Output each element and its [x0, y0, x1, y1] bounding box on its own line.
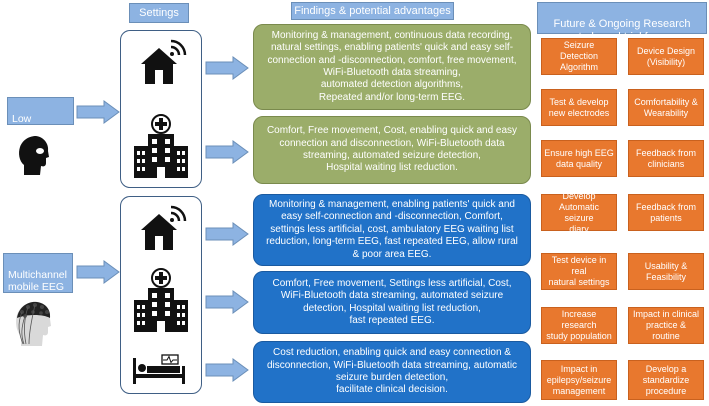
arrow-to-low-number-settings [76, 100, 120, 124]
future-left-text-7: Impact in epilepsy/seizure management [546, 363, 612, 396]
hospital-icon-2 [134, 268, 188, 332]
findings-header: Findings & potential advantages [291, 2, 454, 20]
head-eeg-cap-icon [16, 301, 51, 346]
future-left-text-6: Increase research study population [546, 309, 612, 341]
future-right-text-5: Usability & Feasibility [644, 260, 688, 282]
future-right-text-4: Feedback from patients [635, 201, 697, 223]
arrow-home-to-finding-3 [205, 222, 249, 246]
multichannel-text: Multichannel mobile EEG Cap [8, 268, 67, 306]
future-item-device-design: Device Design (Visibility) [628, 38, 704, 75]
future-item-comfortability-wearability: Comfortability & Wearability [628, 89, 704, 126]
home-wifi-icon-2 [141, 205, 187, 250]
future-item-feedback-patients: Feedback from patients [628, 194, 704, 231]
future-left-text-3: Ensure high EEG data quality [544, 147, 614, 169]
finding-box-5: Cost reduction, enabling quick and easy … [253, 341, 531, 403]
future-right-text-7: Develop a standardize procedure [642, 363, 690, 396]
arrow-home-to-finding-1 [205, 56, 249, 80]
finding-text-3: Monitoring & management, enabling patien… [266, 198, 518, 260]
future-header: Future & Ongoing Research study and tria… [537, 2, 707, 43]
future-item-standardize-procedure: Develop a standardize procedure [628, 360, 704, 400]
future-right-text-2: Comfortability & Wearability [634, 96, 698, 118]
arrow-to-multichannel-settings [76, 260, 120, 284]
head-icon [19, 136, 49, 175]
settings-header: Settings [129, 3, 189, 23]
finding-text-5: Cost reduction, enabling quick and easy … [266, 347, 518, 396]
future-left-text-5: Test device in real natural settings [548, 255, 610, 287]
finding-text-1: Monitoring & management, continuous data… [267, 29, 517, 103]
future-item-automatic-seizure-diary: Develop Automatic seizure diary [541, 191, 617, 234]
finding-box-3: Monitoring & management, enabling patien… [253, 194, 531, 266]
hospital-icon [134, 114, 188, 178]
finding-text-4: Comfort, Free movement, Settings less ar… [272, 277, 512, 326]
future-right-text-3: Feedback from clinicians [635, 147, 697, 169]
low-number-mobile-eeg-label: Low number mobile EEG [7, 97, 74, 150]
arrow-hospital-to-finding-2 [205, 140, 249, 164]
finding-text-2: Comfort, Free movement, Cost, enabling q… [266, 125, 518, 174]
future-right-text-1: Device Design (Visibility) [636, 45, 696, 67]
finding-box-1: Monitoring & management, continuous data… [253, 24, 531, 110]
future-left-text-1: Seizure Detection Algorithm [559, 40, 599, 72]
finding-box-4: Comfort, Free movement, Settings less ar… [253, 271, 531, 334]
findings-header-text: Findings & potential advantages [294, 5, 451, 17]
future-item-high-eeg-data-quality: Ensure high EEG data quality [541, 140, 617, 177]
multichannel-mobile-eeg-cap-label: Multichannel mobile EEG Cap [3, 253, 73, 306]
future-item-seizure-detection-algorithm: Seizure Detection Algorithm [541, 38, 617, 75]
hospital-bed-icon [133, 354, 185, 384]
home-wifi-icon [141, 39, 187, 84]
finding-box-2: Comfort, Free movement, Cost, enabling q… [253, 116, 531, 184]
arrow-bed-to-finding-5 [205, 358, 249, 382]
future-item-impact-epilepsy-management: Impact in epilepsy/seizure management [541, 360, 617, 400]
future-item-feedback-clinicians: Feedback from clinicians [628, 140, 704, 177]
future-right-text-6: Impact in clinical practice & routine [632, 309, 700, 341]
future-item-test-real-settings: Test device in real natural settings [541, 253, 617, 290]
future-left-text-2: Test & develop new electrodes [548, 96, 610, 118]
future-item-usability-feasibility: Usability & Feasibility [628, 253, 704, 290]
future-left-text-4: Develop Automatic seizure diary [558, 190, 600, 234]
future-item-test-develop-electrodes: Test & develop new electrodes [541, 89, 617, 126]
settings-header-text: Settings [139, 7, 179, 19]
future-item-impact-clinical-practice: Impact in clinical practice & routine [628, 307, 704, 344]
arrow-hospital-to-finding-4 [205, 290, 249, 314]
future-item-increase-study-population: Increase research study population [541, 307, 617, 344]
